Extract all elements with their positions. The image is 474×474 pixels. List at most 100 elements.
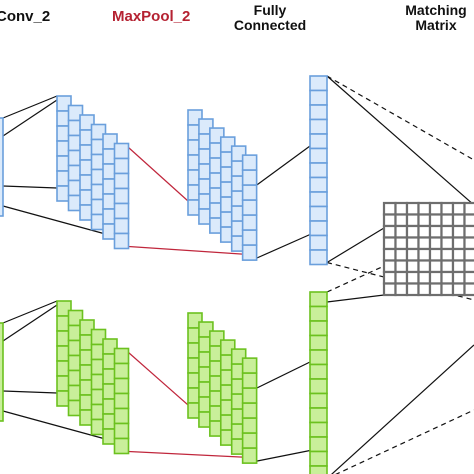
top-branch-maxpool2-map-cell [241, 214, 258, 231]
bottom-branch-input-block [0, 322, 4, 422]
matching-matrix-cell [394, 282, 409, 297]
matching-matrix-cell [382, 213, 397, 228]
bottom-branch-fc-column-cell [309, 334, 328, 351]
matching-matrix-cell [394, 247, 409, 262]
top-branch-conv2-map-cell [113, 187, 130, 205]
top-branch-fc-column-cell [309, 234, 328, 251]
bottom-branch-match-line [326, 294, 385, 303]
maxpool2-label: MaxPool_2 [112, 8, 191, 25]
feature-map-blocks [0, 75, 328, 474]
top-branch-maxpool2-map-cell [241, 244, 258, 261]
matching-matrix-cell [405, 270, 420, 285]
matching-matrix-cell [428, 213, 443, 228]
matching-matrix-cell [451, 270, 466, 285]
bottom-branch-fc-column-cell [309, 349, 328, 366]
top-branch-conv-line [2, 95, 58, 119]
matching-matrix-cell [382, 236, 397, 251]
matching-matrix-cell [382, 224, 397, 239]
bottom-branch-fc-column-cell [309, 320, 328, 337]
conv2-label: Conv_2 [0, 8, 51, 25]
matching-matrix-grid [382, 201, 474, 297]
matching-matrix-cell [440, 201, 455, 216]
bottom-branch-match-line [335, 409, 474, 474]
bottom-branch-fc-line [256, 361, 311, 389]
bottom-branch-conv-line [2, 390, 58, 394]
bottom-branch-conv-line [2, 300, 58, 324]
fully-connected-label-line2: Connected [233, 17, 307, 33]
matching-matrix-cell [417, 282, 432, 297]
top-branch-conv2-map-cell [113, 172, 130, 190]
bottom-branch-conv2-stack [56, 300, 130, 455]
bottom-branch-fc-column-cell [309, 392, 328, 409]
matching-matrix-cell [394, 213, 409, 228]
bottom-branch-fc-column-cell [309, 305, 328, 322]
matching-matrix-cell [440, 247, 455, 262]
top-branch-conv2-map-cell [113, 142, 130, 160]
matching-matrix-cell [451, 236, 466, 251]
matching-matrix-cell [405, 247, 420, 262]
matching-matrix-cell [382, 259, 397, 274]
matching-matrix-cell [405, 224, 420, 239]
top-branch-conv2-map-cell [113, 217, 130, 235]
bottom-branch-match-line [331, 344, 474, 474]
bottom-branch-fc-column [309, 291, 328, 474]
top-branch-conv2-map-cell [113, 157, 130, 175]
bottom-branch-maxpool2-map-cell [241, 387, 258, 404]
top-branch-maxpool2-stack [187, 109, 258, 261]
matching-matrix-cell [463, 247, 474, 262]
matching-matrix-cell [428, 201, 443, 216]
bottom-branch-fc-column-cell [309, 436, 328, 453]
top-branch-pool-line [128, 245, 243, 255]
matching-matrix-cell [394, 270, 409, 285]
bottom-branch-conv2-map [90, 328, 107, 436]
top-branch-match-line [326, 227, 385, 264]
matching-matrix-cell [463, 282, 474, 297]
top-branch-conv2-map-cell [113, 202, 130, 220]
top-branch-maxpool2-map-cell [241, 229, 258, 246]
matching-matrix-cell [428, 247, 443, 262]
bottom-branch-maxpool2-map-cell [241, 372, 258, 389]
matching-matrix-cell [428, 224, 443, 239]
matching-matrix-cell [428, 259, 443, 274]
top-branch-conv-line [2, 205, 115, 238]
bottom-branch-conv2-map-cell [113, 437, 130, 455]
top-branch-conv2-map-cell [113, 232, 130, 250]
top-branch-fc-column-cell [309, 89, 328, 106]
matching-matrix-cell [405, 282, 420, 297]
bottom-branch-maxpool2-map [241, 357, 258, 464]
top-branch-conv2-stack [56, 95, 130, 250]
bottom-branch-conv2-map [67, 309, 84, 417]
matching-matrix-cell [382, 270, 397, 285]
fully-connected-label: Fully Connected [228, 3, 312, 33]
top-branch-fc-column-cell [309, 249, 328, 266]
top-branch-fc-column-cell [309, 118, 328, 135]
matching-matrix-cell [405, 236, 420, 251]
matching-matrix-cell [394, 259, 409, 274]
matching-matrix-cell [382, 282, 397, 297]
bottom-branch-fc-column-cell [309, 407, 328, 424]
matching-matrix-cell [394, 236, 409, 251]
bottom-branch-conv2-map [56, 300, 72, 407]
matching-matrix-cell [440, 236, 455, 251]
bottom-branch-conv2-map-cell [113, 422, 130, 440]
matching-matrix-label-line2: Matrix [415, 17, 457, 33]
matching-matrix-label-line1: Matching [405, 2, 467, 18]
matching-matrix-cell [463, 270, 474, 285]
bottom-branch-conv2-map-cell [113, 392, 130, 410]
matching-matrix-cell [451, 282, 466, 297]
top-branch-maxpool2-map-cell [241, 199, 258, 216]
bottom-branch-conv2-map-cell [113, 347, 130, 365]
matching-matrix-cell [451, 247, 466, 262]
bottom-branch-fc-column-cell [309, 363, 328, 380]
top-branch-fc-column-cell [309, 147, 328, 164]
matching-matrix-cell [451, 201, 466, 216]
matching-matrix-cell [405, 259, 420, 274]
matching-matrix-cell [417, 259, 432, 274]
top-branch-fc-column [309, 75, 328, 266]
matching-matrix-cell [405, 213, 420, 228]
top-branch-conv2-map [67, 104, 84, 212]
matching-matrix-cell [394, 224, 409, 239]
matching-matrix-cell [440, 224, 455, 239]
bottom-branch-fc-column-cell [309, 421, 328, 438]
